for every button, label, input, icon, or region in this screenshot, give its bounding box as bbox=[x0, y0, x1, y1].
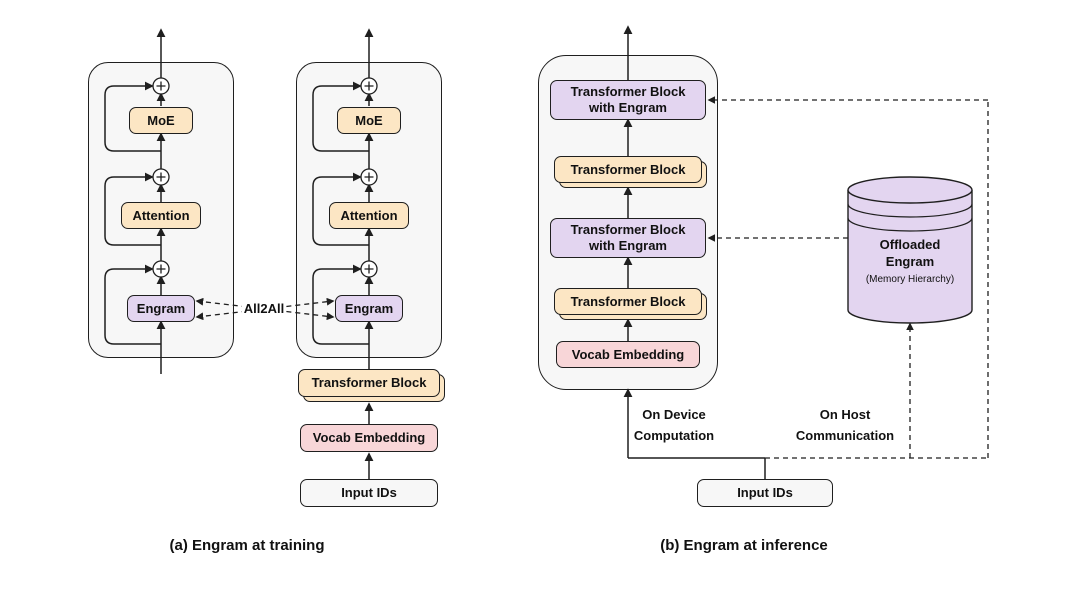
transformer-block-box: Transformer Block bbox=[298, 369, 440, 397]
block-label: Transformer Block with Engram bbox=[570, 84, 686, 115]
block-label: Transformer Block with Engram bbox=[570, 222, 686, 253]
block-label: Transformer Block bbox=[570, 293, 686, 309]
transformer-block-with-engram-box-1: Transformer Block with Engram bbox=[550, 80, 706, 120]
database-cylinder-icon bbox=[847, 176, 973, 324]
input-ids-box-b: Input IDs bbox=[697, 479, 833, 507]
attention-box-2: Attention bbox=[329, 202, 409, 229]
transformer-block-with-engram-box-2: Transformer Block with Engram bbox=[550, 218, 706, 258]
inference-device-wires bbox=[623, 25, 766, 479]
vocab-embedding-box-a: Vocab Embedding bbox=[300, 424, 438, 452]
engram-label: Engram bbox=[344, 300, 394, 316]
offloaded-engram-label: Offloaded Engram (Memory Hierarchy) bbox=[850, 237, 970, 285]
training-unit2-wires bbox=[312, 28, 374, 479]
on-device-label: On Device Computation bbox=[633, 407, 715, 444]
all2all-arrows bbox=[195, 297, 335, 321]
moe-label: MoE bbox=[147, 112, 175, 128]
cylinder-title: Offloaded Engram bbox=[879, 237, 941, 269]
on-host-label: On Host Communication bbox=[795, 407, 895, 444]
attention-box-1: Attention bbox=[121, 202, 201, 229]
engram-box-2: Engram bbox=[335, 295, 403, 322]
transformer-block-box-1: Transformer Block bbox=[554, 156, 702, 183]
vocab-embedding-label: Vocab Embedding bbox=[312, 430, 426, 446]
attention-label: Attention bbox=[132, 207, 190, 223]
moe-label: MoE bbox=[355, 112, 383, 128]
transformer-block-label: Transformer Block bbox=[311, 375, 427, 391]
transformer-block-box-2: Transformer Block bbox=[554, 288, 702, 315]
input-ids-label: Input IDs bbox=[341, 485, 397, 501]
all2all-label: All2All bbox=[241, 301, 287, 316]
residual-add-icon bbox=[152, 77, 378, 278]
vocab-embedding-box-b: Vocab Embedding bbox=[556, 341, 700, 368]
input-ids-label: Input IDs bbox=[737, 485, 793, 501]
engram-label: Engram bbox=[136, 300, 186, 316]
training-unit1-wires bbox=[104, 28, 166, 374]
moe-box-1: MoE bbox=[129, 107, 193, 134]
block-label: Transformer Block bbox=[570, 161, 686, 177]
input-ids-box-a: Input IDs bbox=[300, 479, 438, 507]
engram-box-1: Engram bbox=[127, 295, 195, 322]
cylinder-note: (Memory Hierarchy) bbox=[865, 273, 955, 285]
moe-box-2: MoE bbox=[337, 107, 401, 134]
attention-label: Attention bbox=[340, 207, 398, 223]
caption-b: (b) Engram at inference bbox=[660, 537, 828, 554]
vocab-embedding-label: Vocab Embedding bbox=[571, 346, 685, 362]
caption-a: (a) Engram at training bbox=[169, 537, 325, 554]
inference-host-wires bbox=[707, 96, 989, 459]
